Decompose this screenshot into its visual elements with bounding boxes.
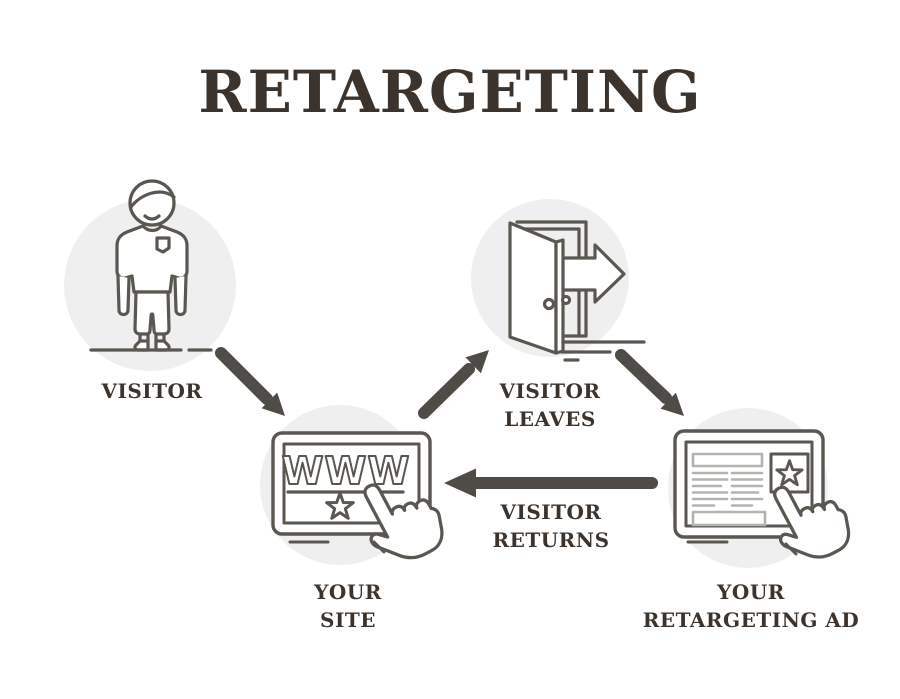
ad-motion-line <box>784 542 798 556</box>
person-hair <box>129 190 176 209</box>
visitor-returns-label-line1: VISITOR <box>500 500 602 524</box>
flow-arrows <box>215 347 684 498</box>
door-frame-inner <box>522 227 581 338</box>
visitor-label-line1: VISITOR <box>101 379 203 403</box>
person-pocket <box>155 236 171 254</box>
ad-hand-cursor-icon <box>773 485 851 559</box>
person-right-arm <box>173 274 188 317</box>
person-smile <box>143 214 161 221</box>
page-title: RETARGETING <box>198 58 702 126</box>
your-site-label: YOUR SITE <box>314 578 382 634</box>
arrow-site-to-leaves <box>418 350 489 419</box>
door-speed-lines <box>560 340 646 362</box>
arrow-ad-to-site <box>444 468 658 498</box>
ad-star <box>775 459 804 487</box>
site-hand-cursor-icon <box>363 483 444 560</box>
visitor-label: VISITOR <box>101 377 202 405</box>
www-browser-icon: WWW <box>271 431 444 560</box>
person-left-arm <box>116 274 131 317</box>
door-latch <box>560 294 572 306</box>
person-icon <box>115 179 189 352</box>
your-site-label-line2: SITE <box>320 608 376 632</box>
person-ankles <box>138 332 166 343</box>
visitor-returns-label-line2: RETURNS <box>492 528 610 552</box>
door-edge <box>554 238 565 355</box>
ad-page-wireframe <box>691 452 767 527</box>
your-site-label-line1: YOUR <box>314 580 382 604</box>
door-panel <box>508 221 558 355</box>
your-retargeting-ad-label-line1: YOUR <box>717 580 785 604</box>
visitor-leaves-label-line1: VISITOR <box>499 379 601 403</box>
ad-browser-icon <box>673 429 851 559</box>
door-knob <box>542 297 556 311</box>
site-motion-line <box>372 540 386 554</box>
visitor-leaves-label: VISITOR LEAVES <box>499 377 600 433</box>
your-retargeting-ad-label: YOUR RETARGETING AD <box>643 578 860 634</box>
visitor-leaves-label-line2: LEAVES <box>504 407 596 431</box>
arrow-leaves-to-ad <box>615 349 684 416</box>
arrow-visitor-to-site <box>215 347 285 416</box>
site-screen <box>282 442 421 525</box>
www-text: WWW <box>282 449 411 493</box>
your-retargeting-ad-label-line2: RETARGETING AD <box>642 608 860 632</box>
site-star <box>325 491 355 520</box>
visitor-returns-label: VISITOR RETURNS <box>492 498 609 554</box>
exit-door-icon <box>508 220 646 362</box>
